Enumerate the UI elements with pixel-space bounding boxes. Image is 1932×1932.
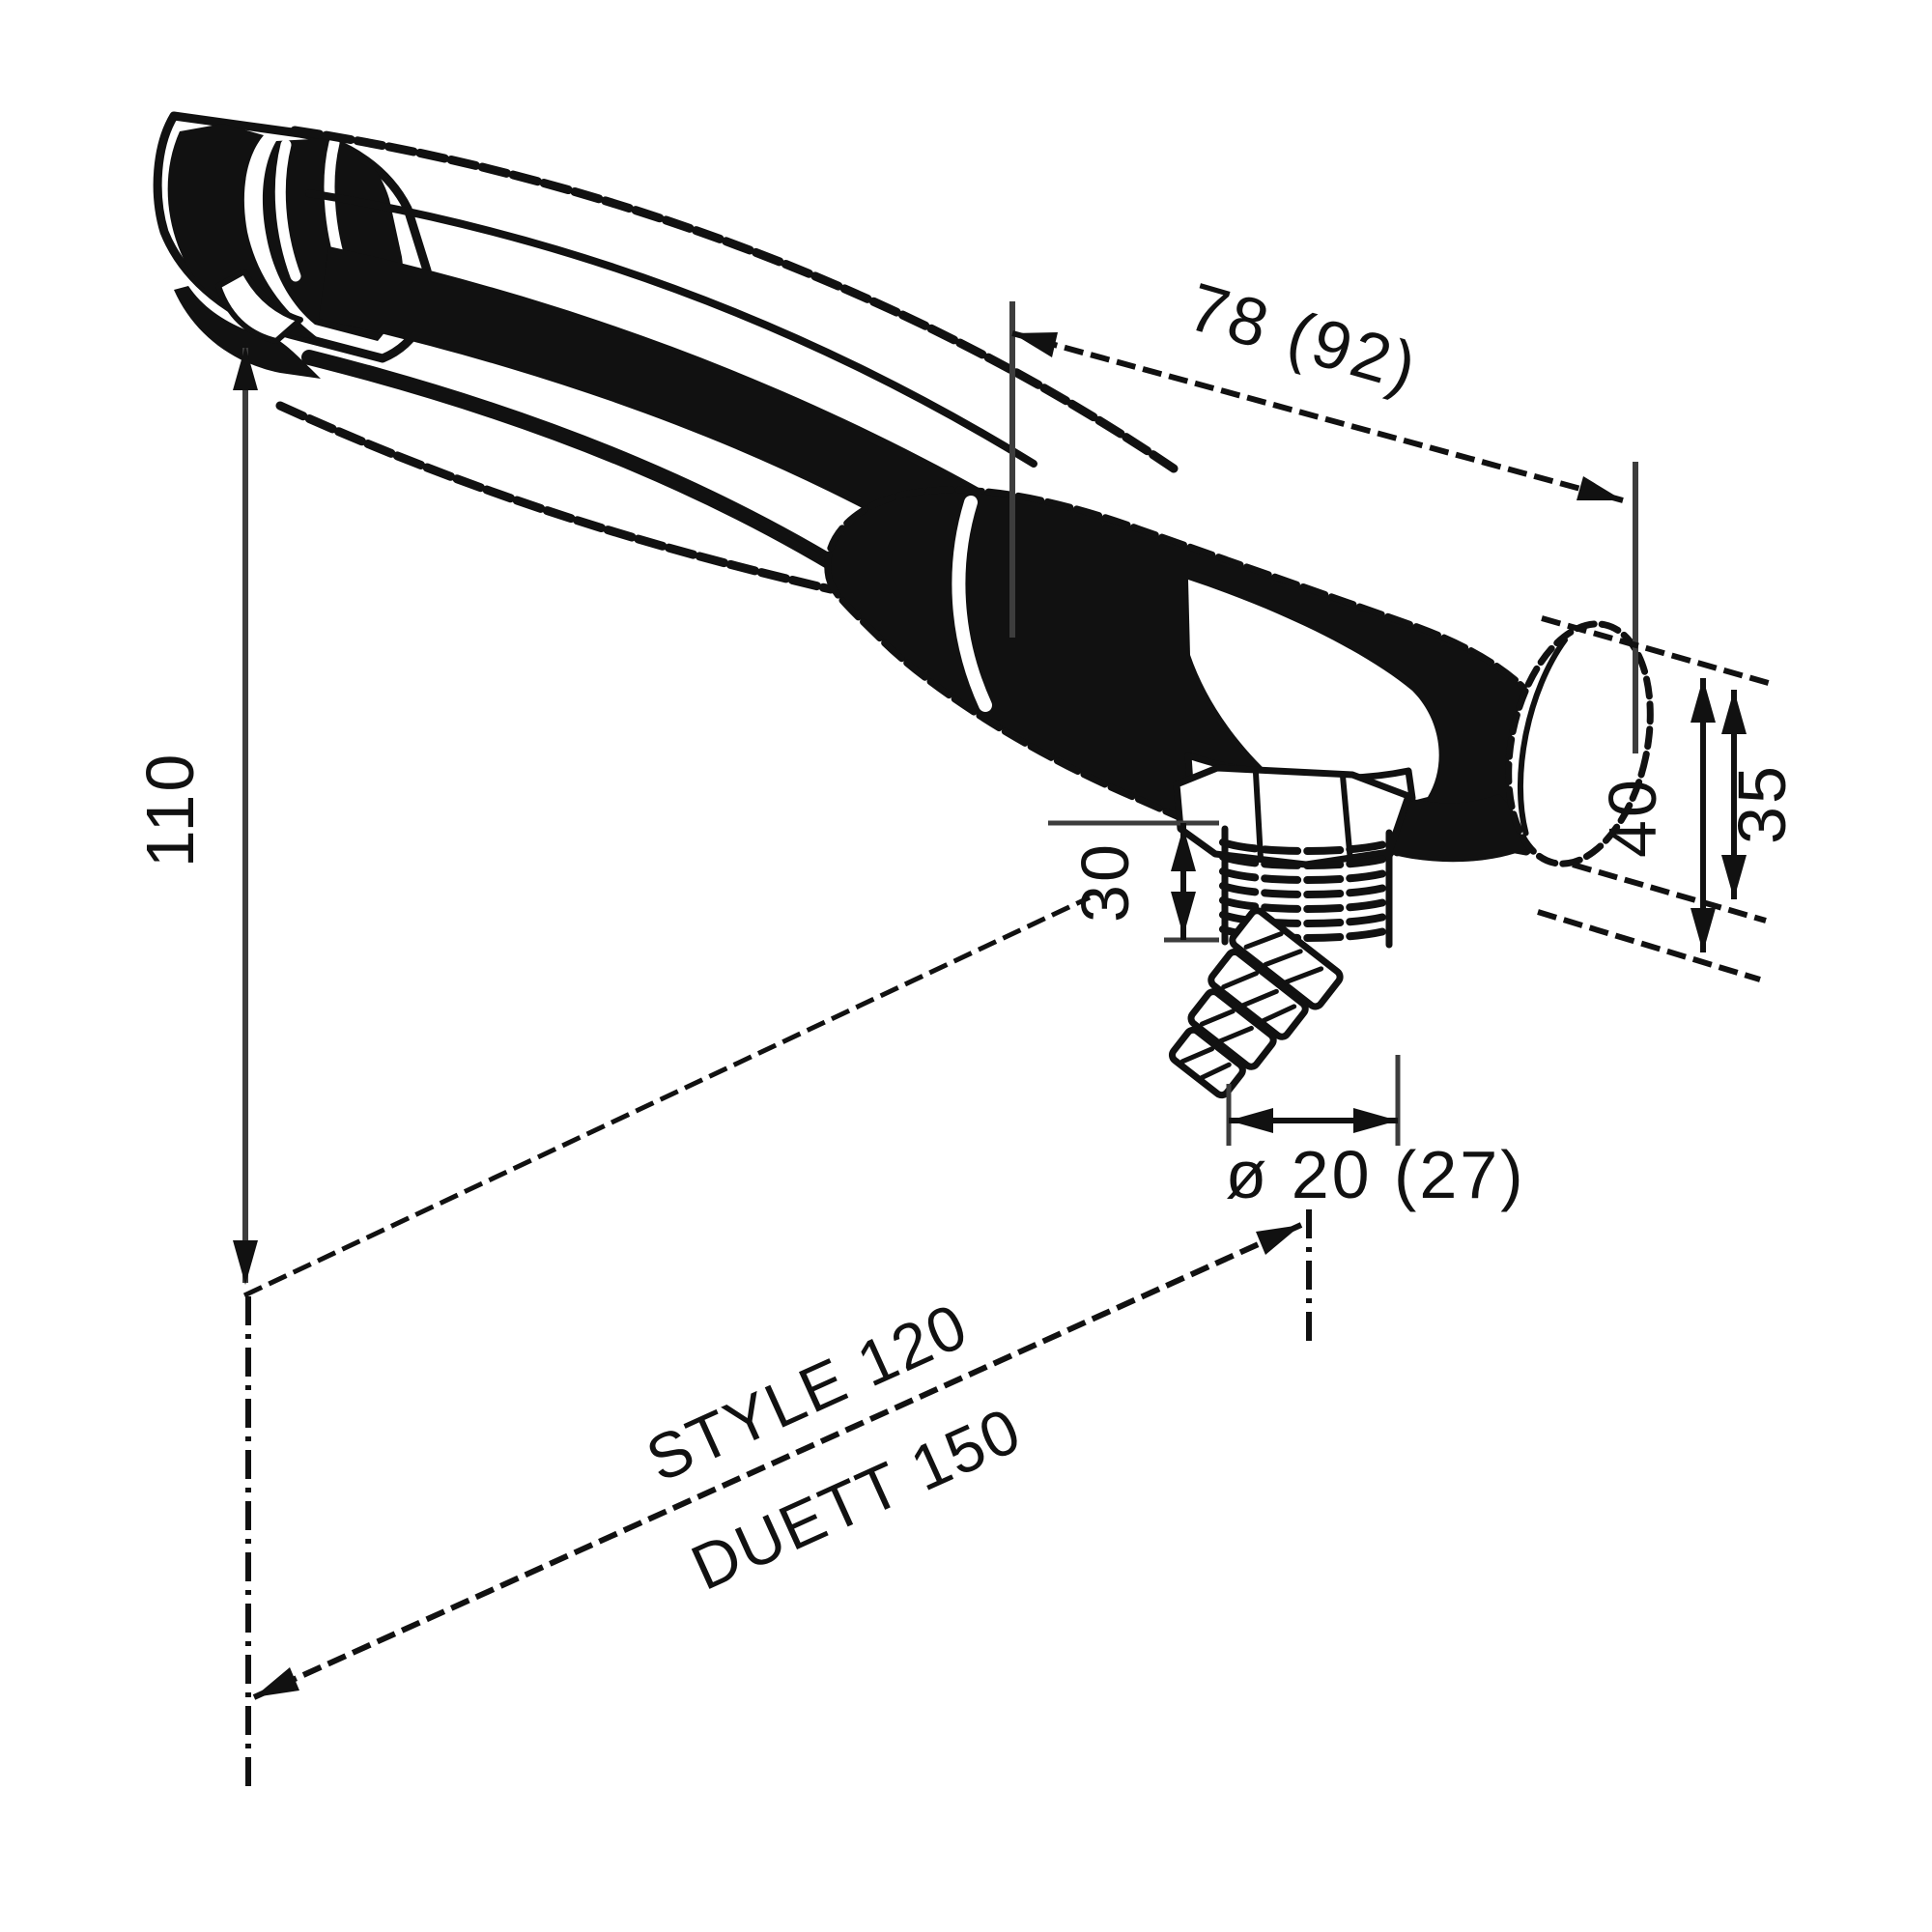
mounting-nut [1173,752,1416,868]
arrowhead-down [233,1240,258,1285]
arrowhead-35-up [1721,690,1747,734]
arrowhead-down [1171,892,1196,936]
arrowhead-35-down [1721,855,1747,899]
body-highlight [1188,580,1439,821]
threaded-shank [1219,825,1395,949]
arrowhead-left [1229,1108,1273,1133]
arrowhead-40-up [1690,678,1716,723]
arrowhead-right [1353,1108,1398,1133]
arrowhead-up [1171,827,1196,871]
extension-line-top [1541,615,1773,687]
body-end-cap [1505,620,1654,867]
arrowhead-right [1256,1225,1301,1255]
extension-line-mid [1572,862,1767,923]
body-highlight-seam [952,496,992,712]
label-78-92: 78 (92) [1180,269,1427,406]
spout-head [153,111,434,379]
arrowhead-up [233,346,258,390]
extension-line-bottom [1537,909,1761,982]
label-35: 35 [1724,763,1800,844]
dimension-110: 110 [132,346,258,1285]
label-30: 30 [1067,841,1143,923]
spout-outlet [215,269,303,344]
hose-barb [1168,907,1344,1099]
faucet-drawing [153,111,1654,1099]
spout-mouth-shadow [174,286,321,379]
label-hole-diameter: ø 20 (27) [1226,1137,1526,1212]
dimension-model-reach: STYLE 120 DUETT 150 [252,1222,1303,1700]
label-110: 110 [132,752,208,868]
dimension-line [1011,330,1624,503]
dimension-hole-diameter: ø 20 (27) [1226,1055,1526,1212]
arrowhead-left [1012,332,1058,357]
dimension-40-35: 40 35 [1537,615,1800,982]
dimension-line [252,1222,1303,1700]
arrowhead-40-down [1690,908,1716,952]
arrowhead-right [1577,476,1623,500]
mounting-plane-line [242,895,1092,1298]
dimension-30: 30 [1048,820,1219,943]
arrowhead-left [254,1667,299,1697]
label-40: 40 [1595,777,1670,858]
